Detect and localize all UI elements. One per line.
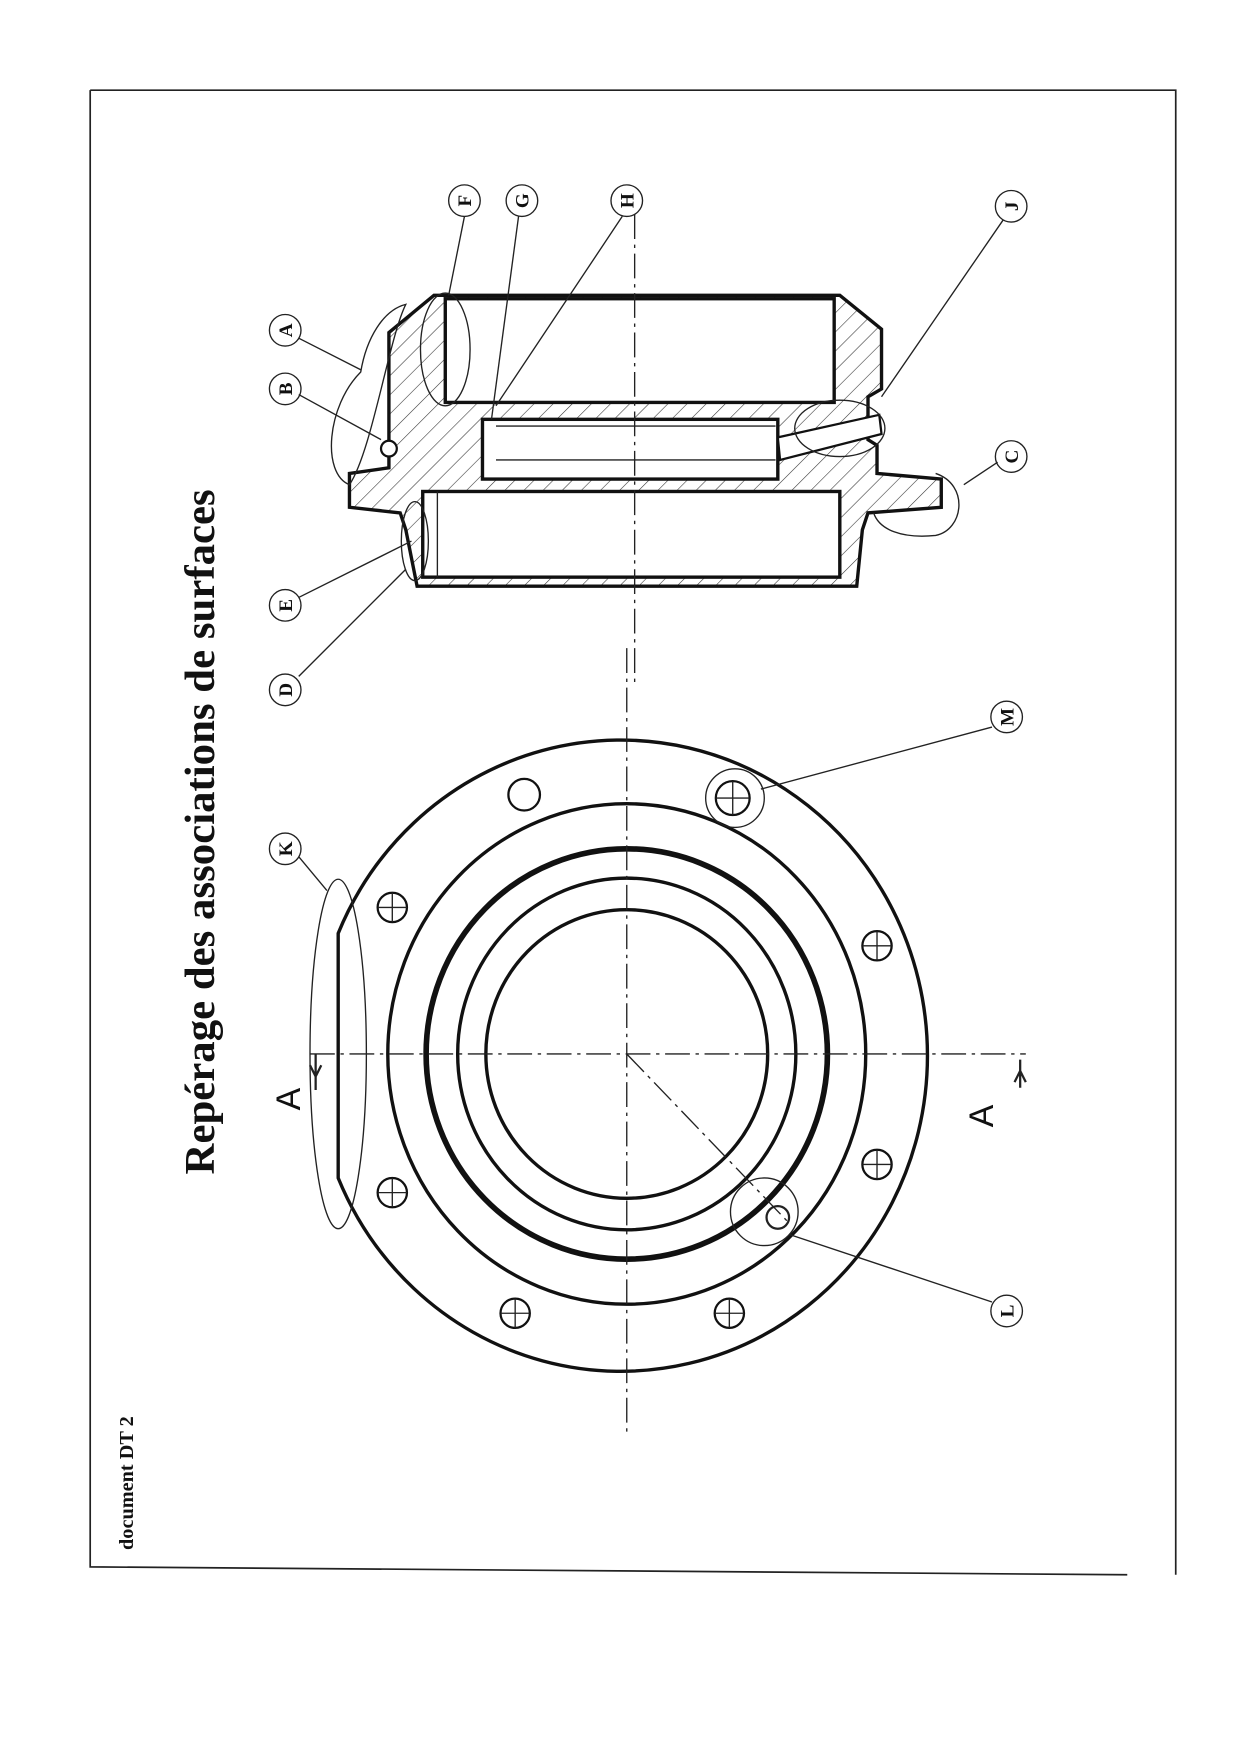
svg-text:M: M	[997, 708, 1018, 726]
svg-text:L: L	[997, 1305, 1018, 1318]
bolt-holes	[376, 777, 893, 1330]
label-d: D	[268, 673, 302, 707]
document-label: document DT 2	[116, 1416, 138, 1550]
bolt-hole-icon	[713, 1297, 746, 1330]
svg-text:D: D	[276, 683, 297, 697]
bolt-hole-icon	[861, 1148, 893, 1181]
leader-lines	[298, 216, 1004, 1303]
svg-text:B: B	[276, 382, 297, 395]
label-m: M	[990, 700, 1024, 734]
bolt-hole-icon	[861, 929, 893, 962]
bolt-hole-icon	[499, 1297, 531, 1330]
svg-text:E: E	[276, 599, 297, 612]
label-j: J	[994, 189, 1028, 223]
section-marker-left: A	[270, 1087, 308, 1110]
drawing-frame-bottom	[89, 90, 1128, 1576]
svg-text:C: C	[1002, 450, 1023, 464]
label-c: C	[994, 440, 1028, 473]
label-k: K	[268, 832, 302, 866]
plain-hole-icon	[507, 777, 542, 812]
drawing-frame	[90, 89, 1177, 1575]
svg-text:A: A	[276, 323, 297, 337]
label-b: B	[268, 372, 302, 406]
svg-text:J: J	[1002, 201, 1023, 211]
section-view	[347, 293, 943, 588]
reference-labels: A B C D E F G H J K L M	[268, 184, 1028, 1328]
label-a: A	[268, 313, 302, 347]
svg-text:K: K	[276, 841, 297, 856]
bolt-hole-icon	[376, 891, 409, 924]
svg-text:H: H	[618, 193, 639, 208]
label-g: G	[505, 184, 539, 218]
front-view	[336, 738, 930, 1373]
section-marker-right: A	[963, 1104, 1001, 1127]
label-h: H	[610, 184, 644, 218]
flange-outline	[336, 738, 930, 1373]
page-title: Repérage des associations de surfaces	[177, 489, 224, 1174]
svg-text:F: F	[455, 195, 476, 207]
bolt-hole-icon	[376, 1176, 409, 1209]
label-l: L	[990, 1294, 1024, 1328]
label-f: F	[447, 184, 481, 218]
association-zones	[309, 292, 960, 1247]
bolt-hole-icon	[714, 780, 751, 817]
label-e: E	[268, 588, 302, 622]
svg-text:G: G	[513, 193, 534, 208]
